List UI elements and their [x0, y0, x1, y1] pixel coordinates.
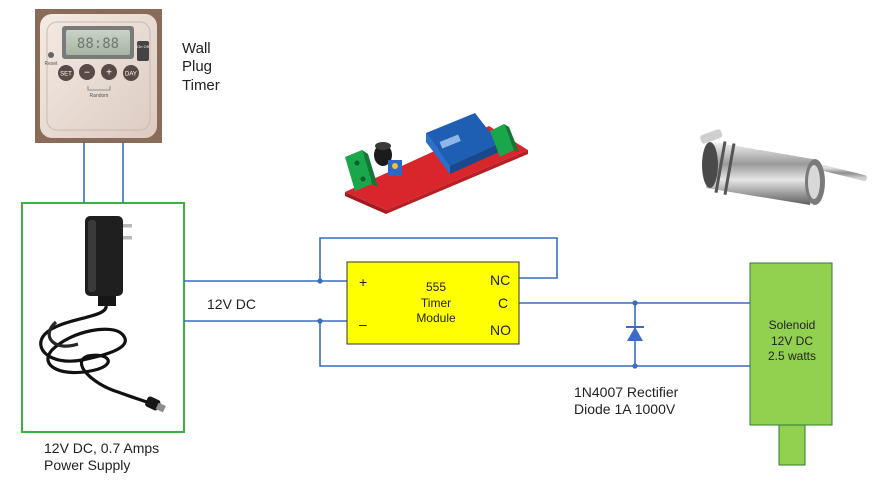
label-line: Module: [416, 311, 456, 326]
svg-text:Reset: Reset: [44, 61, 58, 67]
label-line: Timer: [182, 76, 220, 94]
power-adapter-photo: [39, 216, 166, 413]
label-line: 1N4007 Rectifier: [574, 384, 679, 400]
junction-dot: [317, 278, 323, 284]
solenoid-label: Solenoid 12V DC 2.5 watts: [752, 318, 832, 365]
wire-nc-loop: [319, 237, 558, 281]
svg-text:DAY: DAY: [125, 72, 137, 78]
dc-wire-label: 12V DC: [207, 296, 257, 312]
wall-timer-photo: 88:88 On Off Reset SET − + DAY Random: [35, 9, 162, 143]
solenoid-block: [749, 262, 833, 466]
label-line: 12V DC: [770, 333, 814, 348]
label-line: Power Supply: [44, 457, 131, 474]
wire-return: [319, 321, 750, 367]
svg-text:+: +: [106, 68, 112, 79]
svg-text:SET: SET: [60, 72, 72, 78]
pin-positive: +: [359, 274, 368, 290]
relay-module-photo: [337, 98, 534, 224]
label-line: Wall: [182, 40, 211, 57]
solenoid-photo: [700, 129, 867, 205]
label-line: Timer: [420, 295, 452, 310]
wall-timer-label: Wall Plug Timer: [182, 40, 242, 95]
pin-no: NO: [490, 322, 511, 338]
junction-dot: [632, 363, 638, 369]
power-supply-label: 12V DC, 0.7 Amps Power Supply: [44, 440, 214, 474]
label-line: 12V DC, 0.7 Amps: [44, 440, 160, 456]
timer-module-box: [346, 261, 520, 345]
svg-text:−: −: [84, 68, 90, 79]
timer-module-name: 555 Timer Module: [396, 280, 476, 327]
svg-text:Random: Random: [90, 93, 109, 99]
pin-nc: NC: [490, 272, 511, 288]
pin-common: C: [498, 295, 509, 311]
junction-dot: [317, 318, 323, 324]
label-line: 555: [425, 280, 447, 294]
junction-dot: [632, 300, 638, 306]
diode-symbol: [626, 326, 644, 341]
label-line: Diode 1A 1000V: [574, 401, 676, 418]
svg-text:On Off: On Off: [137, 44, 150, 49]
diode-label: 1N4007 Rectifier Diode 1A 1000V: [574, 384, 734, 418]
label-line: 2.5 watts: [767, 349, 817, 364]
label-line: Solenoid: [768, 318, 816, 332]
pin-negative: –: [359, 316, 367, 332]
svg-text:88:88: 88:88: [77, 36, 119, 52]
label-line: Plug: [182, 58, 213, 76]
